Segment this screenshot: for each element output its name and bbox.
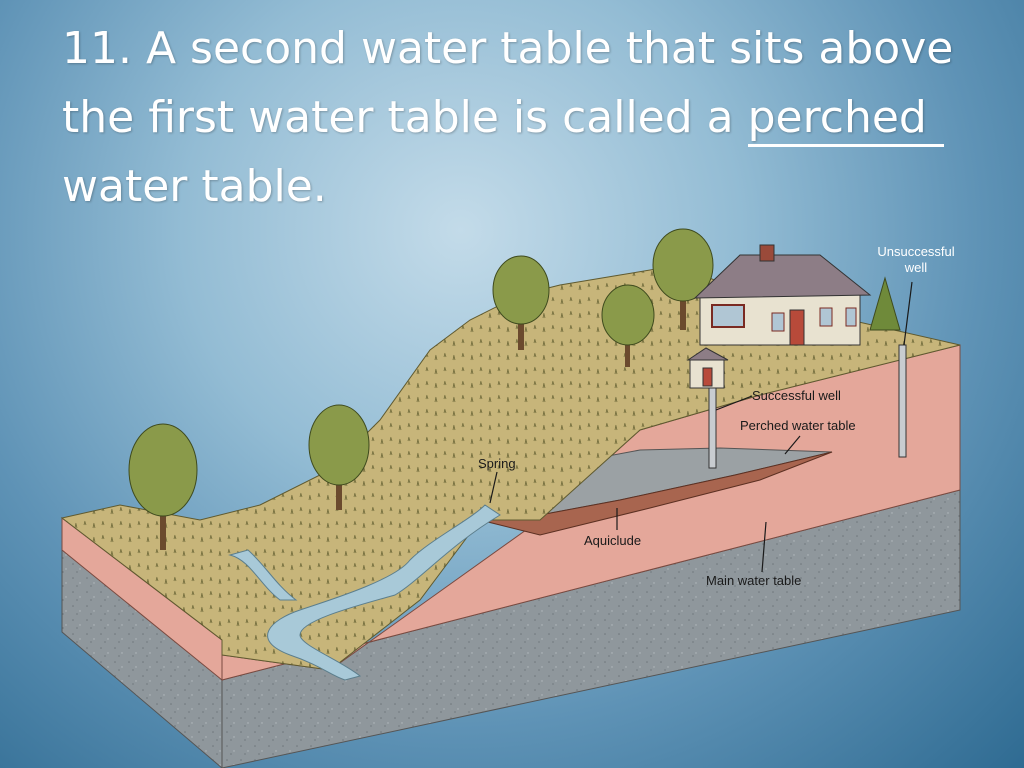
slide-title: 11. A second water table that sits above… [62,14,962,221]
tree-4 [601,284,655,367]
well-house [686,347,729,389]
label-unsuccessful-well-line2: well [904,260,928,275]
label-successful-well: Successful well [752,388,841,403]
leader-successful-well [715,395,753,411]
title-suffix: water table. [62,161,327,212]
tree-5 [652,228,714,330]
aquiclude-layer [468,451,833,536]
tree-2 [308,404,370,510]
title-prefix: 11. A second water table that sits above… [62,23,954,143]
label-aquiclude: Aquiclude [584,533,641,548]
successful-well-pipe [708,387,717,469]
stream [267,504,501,681]
answer-blank: perched [747,92,944,147]
tree-1 [128,423,198,550]
house [693,244,872,346]
label-perched-water-table: Perched water table [740,418,856,433]
leader-unsuccessful-well [903,281,913,346]
label-unsuccessful-well-line1: Unsuccessful [877,244,954,259]
unsuccessful-well-pipe [898,344,907,458]
tree-3 [492,255,550,350]
leader-perched-water-table [784,435,801,455]
leader-spring [489,471,498,504]
label-spring: Spring [478,456,516,471]
leader-main-water-table [761,521,767,573]
tree-6 [869,276,901,331]
label-main-water-table: Main water table [706,573,801,588]
stream-upper [228,549,298,601]
